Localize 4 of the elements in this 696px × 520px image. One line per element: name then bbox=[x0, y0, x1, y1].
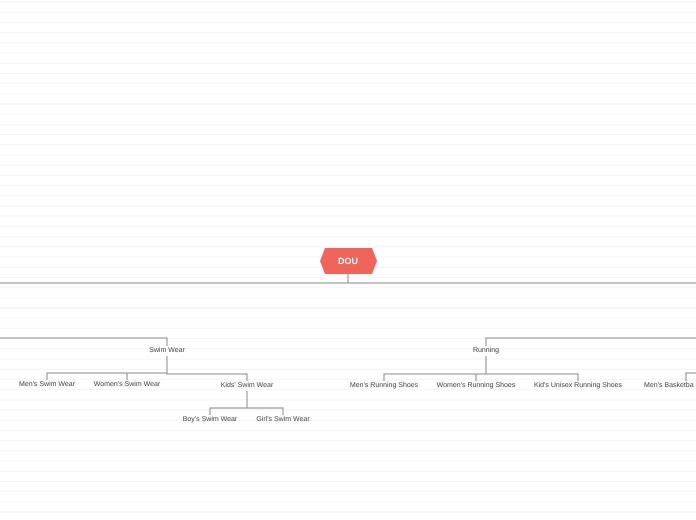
connector-line bbox=[686, 372, 696, 382]
connector-line bbox=[246, 390, 284, 416]
central-topic-hexagon: DOU bbox=[320, 248, 376, 274]
connector-line bbox=[486, 356, 578, 382]
